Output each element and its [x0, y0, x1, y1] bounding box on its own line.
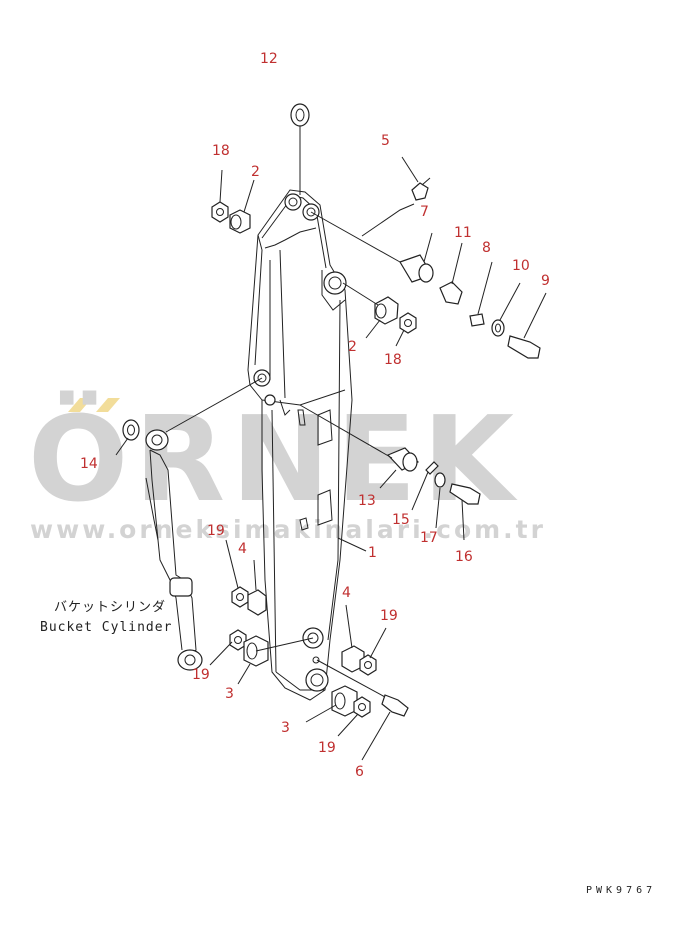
leader-lines [115, 126, 547, 761]
callout-18: 18 [384, 352, 402, 368]
callout-4: 4 [238, 541, 247, 557]
callout-8: 8 [482, 240, 491, 256]
callout-15: 15 [392, 512, 410, 528]
callout-19: 19 [207, 523, 225, 539]
callout-17: 17 [420, 530, 438, 546]
bucket-cylinder [145, 429, 203, 671]
callout-12: 12 [260, 51, 278, 67]
caption-english: Bucket Cylinder [40, 620, 172, 635]
callout-16: 16 [455, 549, 473, 565]
callout-7: 7 [420, 204, 429, 220]
callout-2: 2 [348, 339, 357, 355]
callout-6: 6 [355, 764, 364, 780]
drawing-number: PWK9767 [586, 885, 656, 896]
callout-10: 10 [512, 258, 530, 274]
watermark-url: www.orneksimakinalari.com.tr [30, 515, 546, 544]
callout-3: 3 [225, 686, 234, 702]
callout-19: 19 [192, 667, 210, 683]
callout-1: 1 [368, 545, 377, 561]
callout-9: 9 [541, 273, 550, 289]
callout-19: 19 [318, 740, 336, 756]
watermark-umlaut-right [96, 398, 120, 412]
callout-3: 3 [281, 720, 290, 736]
callout-14: 14 [80, 456, 98, 472]
small-parts [122, 103, 541, 718]
callout-4: 4 [342, 585, 351, 601]
callout-18: 18 [212, 143, 230, 159]
callout-19: 19 [380, 608, 398, 624]
watermark-umlaut-left [68, 398, 92, 412]
callout-2: 2 [251, 164, 260, 180]
callouts: 12 18 2 5 7 11 8 10 9 2 18 14 13 15 17 1… [80, 51, 550, 780]
callout-13: 13 [358, 493, 376, 509]
caption-japanese: バケットシリンダ [54, 600, 166, 615]
watermark-brand: ÖRNEK [28, 390, 520, 528]
callout-11: 11 [454, 225, 472, 241]
arm-part-1 [247, 189, 353, 701]
callout-5: 5 [381, 133, 390, 149]
watermark: ÖRNEK www.orneksimakinalari.com.tr [28, 390, 546, 544]
